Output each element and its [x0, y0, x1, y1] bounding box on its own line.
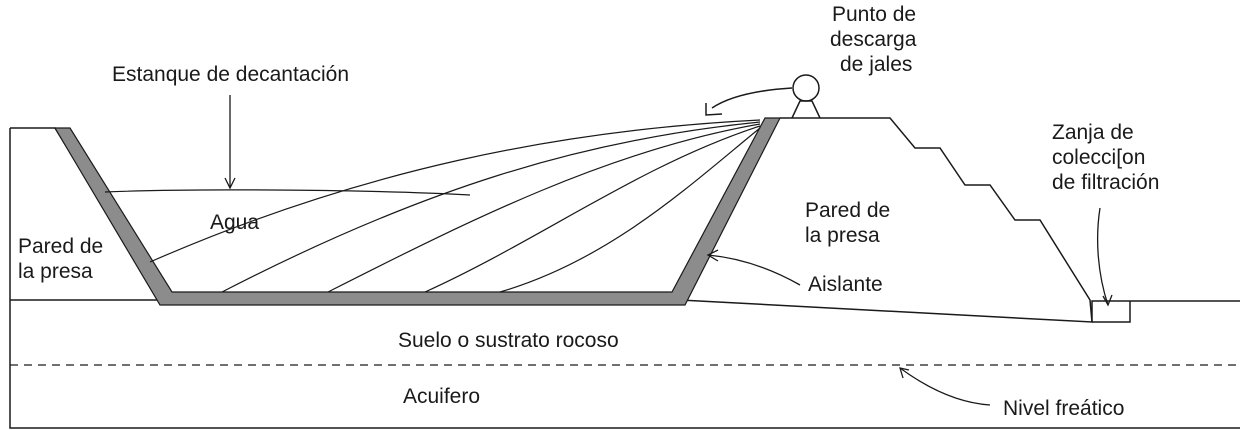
water-surface — [104, 189, 471, 196]
label-pared-der: Pared de la presa — [805, 199, 891, 247]
discharge-point — [705, 74, 821, 119]
tailings-line-4 — [424, 125, 761, 293]
label-zanja: Zanja de colecci[on de filtración — [1052, 121, 1160, 194]
discharge-pipe-icon — [792, 74, 820, 102]
label-agua: Agua — [210, 211, 260, 234]
label-aislante: Aislante — [808, 273, 883, 296]
tailings-line-3 — [327, 123, 761, 293]
label-nivel-freatico: Nivel freático — [1003, 397, 1125, 420]
label-acuifero: Acuifero — [403, 385, 481, 408]
liner-aislante — [53, 117, 781, 306]
tailings-line-5 — [499, 127, 761, 293]
annotation-arrows — [224, 95, 1113, 406]
frame — [9, 128, 1240, 429]
ground-surface — [10, 299, 1240, 323]
tailings-line-2 — [221, 121, 761, 293]
label-pared-izq: Pared de la presa — [18, 235, 104, 283]
tailings-layers — [149, 119, 761, 293]
label-punto-descarga: Punto de descarga de jales — [830, 3, 917, 76]
label-estanque: Estanque de decantación — [112, 63, 350, 86]
right-dam-steps — [780, 117, 1093, 323]
label-suelo: Suelo o sustrato rocoso — [398, 329, 619, 352]
seepage-trench — [1092, 301, 1131, 323]
tailings-line-1 — [149, 119, 761, 263]
